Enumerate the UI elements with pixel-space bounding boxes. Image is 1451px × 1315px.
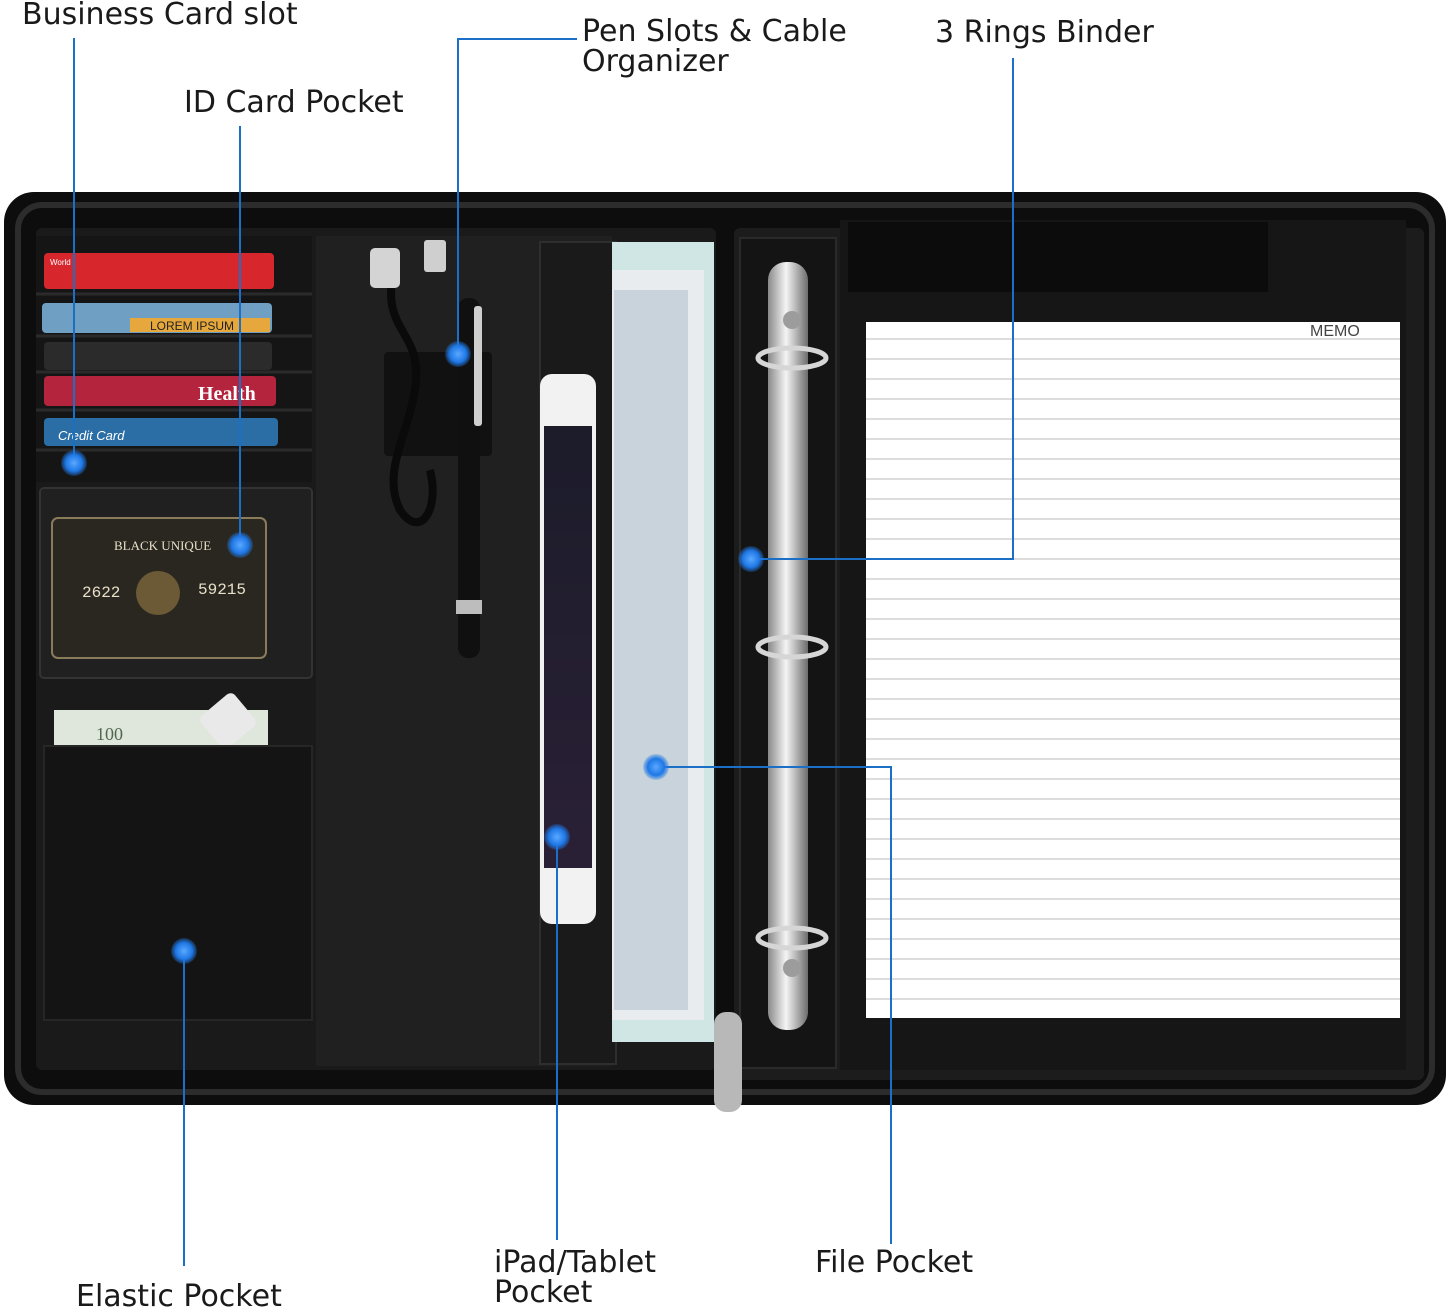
pen-band bbox=[456, 600, 482, 614]
leader-file-h bbox=[656, 766, 892, 768]
memo-text: MEMO bbox=[1310, 323, 1360, 340]
card-credit-text: Credit Card bbox=[58, 428, 125, 443]
ipad-pocket-dot bbox=[544, 824, 570, 850]
ring-rivet-bottom bbox=[783, 959, 801, 977]
leader-rings-h bbox=[750, 558, 1014, 560]
cable-plug-b bbox=[424, 240, 446, 272]
leader-elastic bbox=[183, 950, 185, 1266]
zipper-pull bbox=[714, 1012, 742, 1112]
leader-rings-v bbox=[1012, 58, 1014, 560]
ring-middle bbox=[755, 634, 829, 660]
notepad-paper bbox=[866, 322, 1400, 1018]
file-print bbox=[614, 290, 688, 1010]
credit-card bbox=[44, 418, 278, 446]
callout-three-rings-binder: 3 Rings Binder bbox=[935, 15, 1154, 50]
usb-drive bbox=[200, 693, 256, 749]
callout-ipad-tablet-pocket: iPad/Tablet Pocket bbox=[494, 1245, 656, 1310]
elastic-pocket-dot bbox=[171, 938, 197, 964]
pen-clip bbox=[474, 306, 482, 426]
card-world-text: World bbox=[50, 258, 71, 267]
leader-ipad bbox=[556, 836, 558, 1240]
leader-pen-slots-v bbox=[457, 38, 459, 353]
callout-file-pocket: File Pocket bbox=[815, 1245, 974, 1280]
callout-business-card-slot: Business Card slot bbox=[22, 0, 298, 32]
cable-plug-a bbox=[370, 248, 400, 288]
card-emblem bbox=[136, 571, 180, 615]
ring-bottom bbox=[755, 925, 829, 951]
pen-slots-dot bbox=[445, 341, 471, 367]
leader-business-card bbox=[73, 38, 75, 462]
rings-binder-dot bbox=[738, 546, 764, 572]
tablet-screen bbox=[544, 426, 592, 868]
callout-pen-slots: Pen Slots & Cable Organizer bbox=[582, 14, 847, 79]
ring-rivet-top bbox=[783, 311, 801, 329]
card-black-unique-text: BLACK UNIQUE bbox=[114, 538, 211, 553]
leader-file-v bbox=[890, 766, 892, 1244]
card-lorem-text: LOREM IPSUM bbox=[150, 319, 234, 333]
callout-id-card-pocket: ID Card Pocket bbox=[184, 85, 404, 120]
ring-top bbox=[755, 345, 829, 371]
leader-id-card bbox=[239, 126, 241, 546]
red-card bbox=[44, 253, 274, 289]
banknote-text: 100 bbox=[96, 724, 123, 744]
health-card bbox=[44, 376, 276, 406]
dark-card bbox=[44, 342, 272, 370]
ring-bar bbox=[768, 262, 808, 1030]
file-pocket-dot bbox=[643, 754, 669, 780]
id-card-dot bbox=[227, 532, 253, 558]
callout-elastic-pocket: Elastic Pocket bbox=[76, 1279, 282, 1314]
orange-stripe bbox=[130, 318, 270, 332]
notepad-strap bbox=[848, 222, 1268, 292]
business-card-dot bbox=[61, 450, 87, 476]
leader-pen-slots-h bbox=[457, 38, 577, 40]
card-number-a: 2622 bbox=[82, 584, 120, 602]
card-health-text: Health bbox=[198, 383, 256, 405]
elastic-pocket-panel bbox=[43, 745, 313, 1021]
card-number-b: 59215 bbox=[198, 581, 246, 599]
usb-cable bbox=[387, 269, 437, 527]
